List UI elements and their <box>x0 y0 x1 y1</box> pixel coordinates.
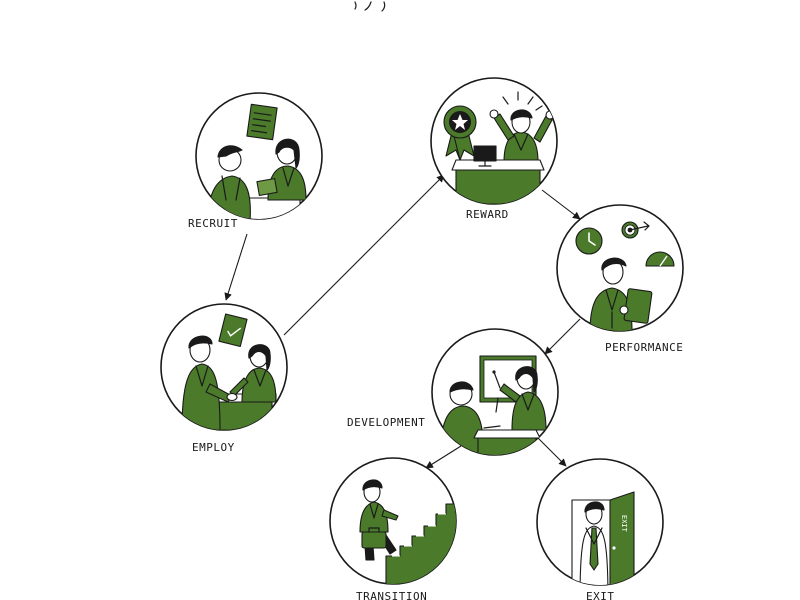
arrow-employ-to-reward <box>283 174 445 336</box>
stage-employ: EMPLOY <box>160 303 288 454</box>
development-illustration <box>439 355 547 455</box>
stage-reward: REWARD <box>430 77 558 221</box>
employ-label: EMPLOY <box>192 441 235 454</box>
stage-performance: PERFORMANCE <box>556 204 684 354</box>
stage-transition: TRANSITION <box>329 457 457 600</box>
resume-document-icon <box>246 103 278 141</box>
award-badge-icon <box>443 105 477 161</box>
performance-illustration <box>575 221 675 331</box>
development-label: DEVELOPMENT <box>347 416 425 429</box>
arrow-reward-to-performance <box>541 189 581 220</box>
recruit-label: RECRUIT <box>188 217 238 230</box>
gauge-icon <box>645 251 675 267</box>
arrow-development-to-exit <box>537 437 567 467</box>
stage-recruit: RECRUIT <box>188 92 323 230</box>
arrow-development-to-transition <box>425 445 462 469</box>
briefcase-icon <box>361 527 387 549</box>
arrow-performance-to-development <box>544 318 581 355</box>
employ-illustration <box>181 313 277 430</box>
performance-label: PERFORMANCE <box>605 341 683 354</box>
exit-illustration: EXIT <box>571 491 635 585</box>
cropped-title-fragment <box>354 1 386 12</box>
stage-exit: EXIT EXIT <box>536 458 664 600</box>
connector-arrows <box>224 174 581 469</box>
exit-door-sign: EXIT <box>620 515 628 533</box>
recruit-illustration <box>207 103 307 219</box>
transition-label: TRANSITION <box>356 590 427 600</box>
stage-development: DEVELOPMENT <box>347 328 559 456</box>
reward-label: REWARD <box>466 208 509 221</box>
clock-icon <box>575 227 603 255</box>
target-icon <box>621 221 650 239</box>
arrow-recruit-to-employ <box>224 233 248 301</box>
reward-illustration <box>443 91 555 204</box>
exit-door-icon <box>609 491 635 585</box>
exit-label: EXIT <box>586 590 615 600</box>
contract-document-icon <box>218 313 248 348</box>
